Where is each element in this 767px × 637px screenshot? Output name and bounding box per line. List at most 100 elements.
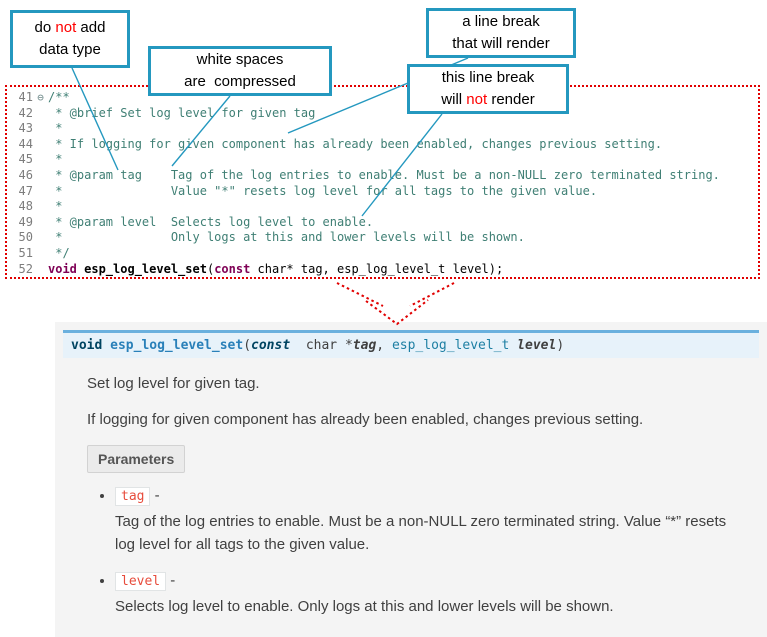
sig-paren: ) [556,338,565,353]
brief-paragraph: Set log level for given tag. [87,375,260,392]
sig-space [509,338,517,353]
rendered-doc-panel: void esp_log_level_set(const char *tag, … [55,322,767,637]
function-name: esp_log_level_set [84,261,207,276]
callout-text: white spaces [196,51,284,69]
fold-spacer [33,230,48,246]
fold-minus-icon[interactable]: ⊖ [37,91,44,104]
sig-type-char: char * [290,338,353,353]
param-name-line: level - [115,572,753,591]
code-text: * Only logs at this and lower levels wil… [48,230,525,245]
line-number: 44 [18,136,33,151]
callout-linebreak-renders: a line break that will render [426,8,576,58]
line-number: 41 [18,90,33,104]
fold-spacer [33,137,48,153]
code-text: ( [206,261,215,276]
fold-spacer [33,152,48,168]
callout-text: are compressed [184,73,296,90]
callout-text-part: do [34,19,56,37]
line-number: 50 [18,230,33,245]
callout-text: a line break [462,13,540,31]
fold-spacer [33,246,48,262]
fold-spacer [33,262,48,277]
code-text: * [48,152,63,167]
keyword-const: const [214,261,251,276]
line-number: 49 [18,214,33,229]
line-number: 52 [18,261,33,276]
detail-paragraph: If logging for given component has alrea… [87,411,644,428]
callout-text: this line break [441,69,535,87]
sig-paren: ( [243,338,252,353]
sig-type-esp-log-level-t: esp_log_level_t [391,338,510,353]
code-line: 47 * Value "*" resets log level for all … [9,184,758,200]
param-separator: - [150,487,160,504]
code-text: * Value "*" resets log level for all tag… [48,183,598,198]
param-description: Selects log level to enable. Only logs a… [115,598,614,615]
line-number: 45 [18,152,33,167]
code-line: 49 * @param level Selects log level to e… [9,215,758,231]
line-number: 51 [18,245,33,260]
callout-text-part: render [487,91,535,108]
fold-spacer [33,215,48,231]
sig-function-name: esp_log_level_set [102,338,244,353]
fold-spacer [33,184,48,200]
code-line: 50 * Only logs at this and lower levels … [9,230,758,246]
render-arrow-head [365,299,429,326]
sig-keyword-void: void [71,338,103,353]
line-number: 48 [18,199,33,214]
code-line: 43 * [9,121,758,137]
callout-text-part: will [441,91,467,108]
sig-comma: , [376,338,392,353]
callout-text: will not render [441,89,534,111]
code-line: 44 * If logging for given component has … [9,137,758,153]
callout-no-datatype: do not add data type [10,10,130,68]
fold-spacer [33,121,48,137]
callout-emphasis: not [466,91,488,108]
param-name-level: level [115,572,167,591]
code-text: * [48,199,63,214]
sig-arg-tag: tag [352,338,377,353]
parameter-item: tag - Tag of the log entries to enable. … [115,487,753,556]
callout-linebreak-not-render: this line break will not render [407,64,569,114]
sig-arg-level: level [517,338,557,353]
fold-spacer [33,106,48,122]
code-text: char* tag, esp_log_level_t level); [250,261,504,276]
code-text: * @param level Selects log level to enab… [48,214,374,229]
sig-keyword-const: const [251,338,291,353]
code-text: */ [48,245,70,260]
code-text: * [48,121,63,136]
fold-spacer [33,168,48,184]
render-arrow-left-edge [336,282,384,307]
callout-text: that will render [452,35,550,52]
parameter-item: level - Selects log level to enable. Onl… [115,572,753,619]
param-separator: - [166,572,176,589]
code-line-declaration: 52 void esp_log_level_set(const char* tag… [9,261,758,277]
parameter-list: tag - Tag of the log entries to enable. … [115,487,753,619]
code-line: 42 * @brief Set log level for given tag [9,106,758,122]
param-name-tag: tag [115,487,151,506]
line-number: 42 [18,105,33,120]
code-line: 45 * [9,152,758,168]
callout-text: data type [39,41,101,58]
callout-emphasis: not [55,19,77,37]
param-name-line: tag - [115,487,753,506]
code-line: 48 * [9,199,758,215]
param-description: Tag of the log entries to enable. Must b… [115,513,727,553]
doc-body: Set log level for given tag. If logging … [55,373,767,619]
code-line: 51 */ [9,246,758,262]
line-number: 43 [18,121,33,136]
code-editor: 41 ⊖ /** 42 * @brief Set log level for giv… [5,85,760,279]
render-arrow-right-edge [409,282,455,307]
code-line: 46 * @param tag Tag of the log entries t… [9,168,758,184]
line-number: 46 [18,167,33,182]
code-text: * If logging for given component has alr… [48,136,663,151]
code-line: 41 ⊖ /** [9,90,758,106]
line-number: 47 [18,183,33,198]
callout-whitespace-compressed: white spaces are compressed [148,46,332,96]
function-signature: void esp_log_level_set(const char *tag, … [63,330,759,358]
keyword-void: void [48,261,85,276]
callout-text-part: add [76,19,106,37]
parameters-label: Parameters [87,445,186,473]
code-text: /** [48,90,70,104]
code-text: * @brief Set log level for given tag [48,105,316,120]
